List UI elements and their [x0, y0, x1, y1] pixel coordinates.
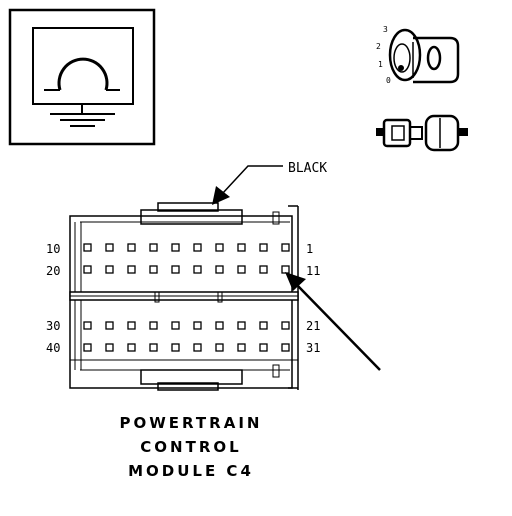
pin-cavity	[171, 265, 180, 274]
pin-grid	[83, 243, 290, 352]
pin-label-20: 20	[46, 264, 60, 278]
pin-cavity	[149, 321, 158, 330]
pin-label-11: 11	[306, 264, 320, 278]
pin-cavity	[127, 343, 136, 352]
pin-cavity	[193, 343, 202, 352]
pin-label-21: 21	[306, 319, 320, 333]
pin-cavity	[193, 321, 202, 330]
pin-cavity	[105, 265, 114, 274]
pin-cavity	[237, 343, 246, 352]
black-pointer-arrow	[212, 165, 283, 205]
pin-cavity	[237, 265, 246, 274]
pin-cavity	[105, 343, 114, 352]
pin-cavity	[281, 265, 290, 274]
ignition-key-icon: 3 2 1 0	[376, 25, 460, 85]
pin-cavity	[83, 265, 92, 274]
ignition-pos-1: 1	[378, 60, 383, 69]
connector-color-label: BLACK	[288, 161, 327, 176]
pin-cavity	[83, 321, 92, 330]
pin-cavity	[237, 321, 246, 330]
pin-cavity	[83, 243, 92, 252]
pin-pointer-arrow	[285, 272, 381, 371]
pin-cavity	[83, 343, 92, 352]
pin-cavity	[259, 321, 268, 330]
pin-label-30: 30	[46, 319, 60, 333]
pin-cavity	[259, 343, 268, 352]
title-line-2: CONTROL	[140, 438, 241, 456]
connector-c4	[69, 202, 299, 391]
pin-cavity	[259, 265, 268, 274]
pin-label-1: 1	[306, 242, 313, 256]
pin-cavity	[171, 321, 180, 330]
pin-cavity	[171, 343, 180, 352]
pin-cavity	[237, 243, 246, 252]
pin-cavity	[259, 243, 268, 252]
pin-cavity	[127, 321, 136, 330]
pin-cavity	[215, 265, 224, 274]
pin-cavity	[215, 343, 224, 352]
pin-label-10: 10	[46, 242, 60, 256]
pin-cavity	[281, 343, 290, 352]
title-line-1: POWERTRAIN	[120, 414, 263, 432]
pin-label-31: 31	[306, 341, 320, 355]
ground-icon	[8, 8, 156, 146]
pin-cavity	[149, 343, 158, 352]
pin-cavity	[149, 265, 158, 274]
title-line-3: MODULE C4	[128, 462, 254, 480]
pin-cavity	[105, 243, 114, 252]
pin-label-40: 40	[46, 341, 60, 355]
pin-cavity	[105, 321, 114, 330]
pin-cavity	[281, 243, 290, 252]
connector-plug-icon	[376, 114, 468, 152]
ignition-pos-3: 3	[383, 25, 388, 34]
pin-cavity	[127, 243, 136, 252]
pin-cavity	[193, 243, 202, 252]
ignition-pos-0: 0	[386, 76, 391, 85]
pin-cavity	[215, 243, 224, 252]
pin-cavity	[127, 265, 136, 274]
pin-cavity	[193, 265, 202, 274]
pin-cavity	[149, 243, 158, 252]
ignition-pos-2: 2	[376, 42, 381, 51]
pin-cavity	[281, 321, 290, 330]
pin-cavity	[171, 243, 180, 252]
pin-cavity	[215, 321, 224, 330]
